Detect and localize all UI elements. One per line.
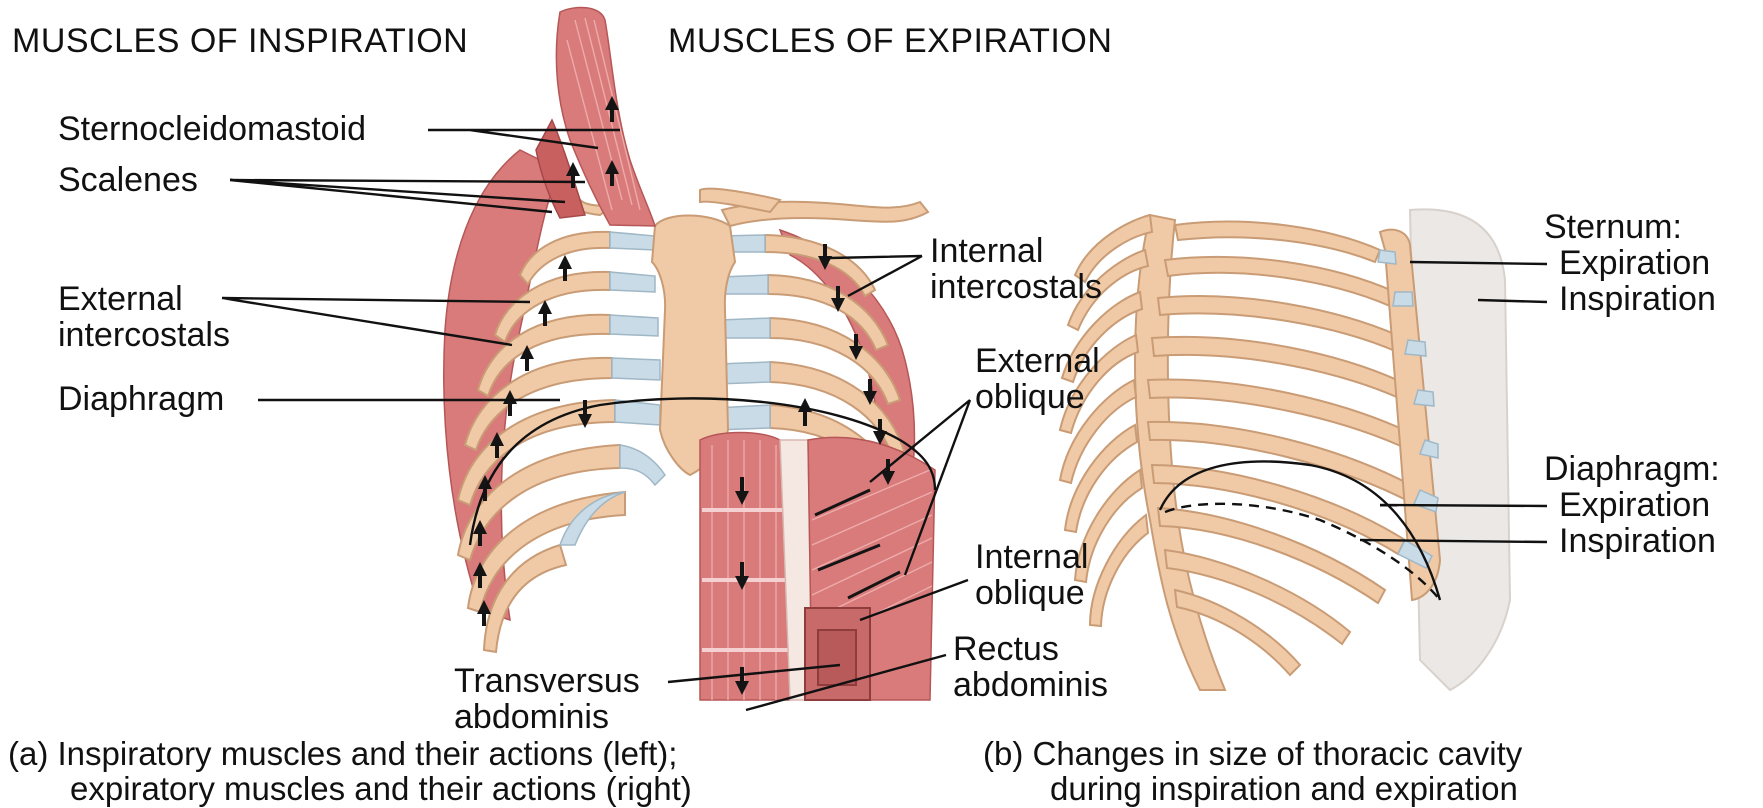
label-sternum-title: Sternum:	[1544, 208, 1682, 246]
label-sternocleidomastoid: Sternocleidomastoid	[58, 110, 366, 148]
label-rectus-abdominis-2: abdominis	[953, 666, 1108, 704]
label-diaphragm-title: Diaphragm:	[1544, 450, 1720, 488]
label-internal-oblique-1: Internal	[975, 538, 1088, 576]
label-internal-intercostals-2: intercostals	[930, 268, 1102, 306]
label-internal-oblique-2: oblique	[975, 574, 1085, 612]
label-transversus-abdominis-2: abdominis	[454, 698, 609, 736]
label-rectus-abdominis-1: Rectus	[953, 630, 1059, 668]
caption-a-line2: expiratory muscles and their actions (ri…	[70, 770, 692, 807]
panel-a-illustration	[444, 7, 935, 700]
panel-b-illustration	[1060, 209, 1510, 690]
lateral-ribs	[1060, 215, 1425, 675]
caption-a-line1: (a) Inspiratory muscles and their action…	[8, 735, 677, 772]
label-sternum-expiration: Expiration	[1559, 244, 1710, 282]
header-muscles-of-expiration: MUSCLES OF EXPIRATION	[668, 22, 1112, 60]
label-internal-intercostals-1: Internal	[930, 232, 1043, 270]
label-diaphragm: Diaphragm	[58, 380, 224, 418]
label-sternum-inspiration: Inspiration	[1559, 280, 1716, 318]
label-external-intercostals-1: External	[58, 280, 183, 318]
label-diaphragm-expiration: Expiration	[1559, 486, 1710, 524]
label-scalenes: Scalenes	[58, 161, 198, 199]
label-external-oblique-2: oblique	[975, 378, 1085, 416]
leader-diaphragm-expiration	[1380, 505, 1547, 506]
label-external-intercostals-2: intercostals	[58, 316, 230, 354]
transversus-abdominis-window	[818, 630, 856, 685]
label-transversus-abdominis-1: Transversus	[454, 662, 640, 700]
caption-b-line1: (b) Changes in size of thoracic cavity	[983, 735, 1523, 772]
label-diaphragm-inspiration: Inspiration	[1559, 522, 1716, 560]
label-external-oblique-1: External	[975, 342, 1100, 380]
caption-b-line2: during inspiration and expiration	[1050, 770, 1518, 807]
header-muscles-of-inspiration: MUSCLES OF INSPIRATION	[12, 22, 468, 60]
